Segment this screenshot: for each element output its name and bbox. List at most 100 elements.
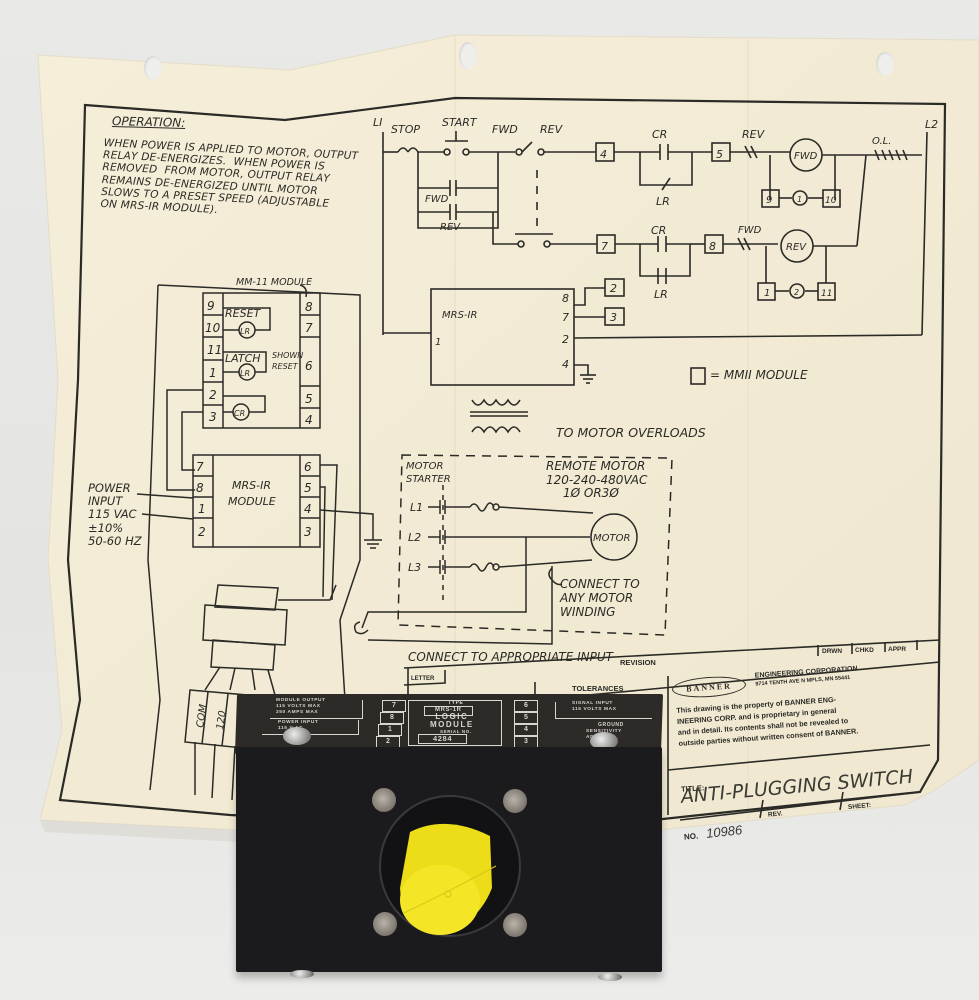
mm11-pin-8: 8 <box>305 300 313 314</box>
mm11-pin-2: 2 <box>209 388 217 402</box>
mm11-reset-coil: LR <box>240 327 250 336</box>
rung1-contact-cr: CR <box>652 128 667 141</box>
punch-hole-right <box>876 52 894 76</box>
remote-motor-line2: 120-240-480VAC <box>546 473 648 487</box>
ground-label: GROUND <box>598 722 624 728</box>
mm11-reset-label: RESET <box>225 307 262 320</box>
mm11-title: MM-11 MODULE <box>236 277 312 288</box>
mm11-pin-7: 7 <box>305 321 313 335</box>
rev-selector-label: REV <box>540 123 564 136</box>
mrs-module-pin-5: 5 <box>304 481 312 495</box>
serial-label: SERIAL NO. <box>440 729 472 734</box>
mm11-legend: = MMII MODULE <box>710 368 808 382</box>
mrs-module-pin-3: 3 <box>304 525 312 539</box>
module-output-label: MODULE OUTPUT 115 VOLTS MAX 250 AMPS MAX <box>276 698 326 715</box>
mm11-pin-5: 5 <box>305 392 313 406</box>
remote-motor-line3: 1Ø OR3Ø <box>563 486 619 500</box>
device-term-7: 7 <box>382 700 406 712</box>
mrs-module-pin-6: 6 <box>304 460 312 474</box>
fwd-coil-label: FWD <box>794 151 818 162</box>
drawing-number-label: NO. <box>683 831 699 842</box>
hold-fwd-label: FWD <box>425 194 449 205</box>
rung2-box-in: 7 <box>601 240 608 253</box>
module-output-box <box>270 700 363 719</box>
drwn-label: DRWN <box>822 648 842 655</box>
rivet-top-left <box>372 788 396 812</box>
mm11-pin-10: 10 <box>205 321 221 335</box>
device-term-4: 4 <box>514 724 538 736</box>
revision-label: REVISION <box>620 658 656 667</box>
rung1-aux-10: 10 <box>825 196 837 206</box>
operation-body: WHEN POWER IS APPLIED TO MOTOR, OUTPUT R… <box>100 137 359 216</box>
rev-label: REV. <box>767 810 783 819</box>
type-label-frame <box>408 700 502 746</box>
rung1-box-in: 4 <box>600 148 607 161</box>
rung1-aux-9: 9 <box>766 195 772 206</box>
letter-label: LETTER <box>411 676 435 682</box>
rung2-contact-lr: LR <box>654 288 668 301</box>
signal-input-box <box>555 702 652 719</box>
yellow-dust-cap[interactable] <box>396 818 500 938</box>
mrs-block-label: MRS-IR <box>442 310 477 321</box>
motor-starter-label-1: MOTOR <box>406 461 443 472</box>
rung2-interlock-fwd: FWD <box>738 225 762 236</box>
device-term-1: 1 <box>378 724 402 736</box>
device-term-5: 5 <box>514 712 538 724</box>
device-term-8: 8 <box>380 712 404 724</box>
plug-label-120: 120 <box>215 710 229 730</box>
overload-label: O.L. <box>872 136 891 147</box>
mrs-block-pin-4: 4 <box>562 358 569 371</box>
mm11-pin-4: 4 <box>305 413 313 427</box>
mm11-shown-label: SHOWN <box>272 351 303 360</box>
top-screw-right <box>590 732 618 750</box>
mrs-block-pin-1: 1 <box>435 337 441 348</box>
connect-input-label: CONNECT TO APPROPRIATE INPUT <box>408 650 615 664</box>
line-l3: L3 <box>408 561 421 574</box>
appr-label: APPR <box>888 646 906 653</box>
rev-coil-label: REV <box>786 242 807 253</box>
rivet-bottom-right <box>503 913 527 937</box>
l1-label: LI <box>373 116 382 129</box>
logic-module-name: LOGIC MODULE <box>430 712 474 729</box>
mm11-latch-label: LATCH <box>225 352 261 365</box>
rung1-interlock-rev: REV <box>742 128 766 141</box>
punch-hole-center <box>459 42 477 70</box>
stop-label: STOP <box>391 123 420 136</box>
rivet-bottom-left <box>373 912 397 936</box>
mrs-module-pin-4: 4 <box>304 502 312 516</box>
mrs-block-box-3: 3 <box>610 311 617 324</box>
start-label: START <box>442 116 478 129</box>
remote-motor-line1: REMOTE MOTOR <box>546 459 645 473</box>
top-screw-left <box>283 727 311 745</box>
mrs-block-pin-2: 2 <box>562 333 569 346</box>
connect-winding-1: CONNECT TO <box>560 577 640 591</box>
mrs-module-pin-1: 1 <box>198 502 206 516</box>
connect-winding-2: ANY MOTOR <box>559 591 633 605</box>
fwd-selector-label: FWD <box>492 123 518 136</box>
line-l1: L1 <box>410 501 423 514</box>
mrs-block-pin-7: 7 <box>562 311 569 324</box>
mm11-shown-reset-label: RESET <box>272 362 299 371</box>
type-label: TYPE <box>448 700 464 706</box>
mm11-pin-1: 1 <box>209 366 217 380</box>
rung1-contact-lr: LR <box>656 195 670 208</box>
mrs-module-label: MRS-IR <box>232 479 271 492</box>
rung2-aux-2: 2 <box>794 288 799 297</box>
rung1-aux-1: 1 <box>797 195 802 204</box>
tolerances-label: TOLERANCES <box>572 684 624 693</box>
mm11-pin-11: 11 <box>207 343 222 357</box>
plug-label-com: COM <box>195 703 209 728</box>
rivet-top-right <box>503 789 527 813</box>
operation-heading: OPERATION: <box>111 114 186 130</box>
rung2-aux-1: 1 <box>764 288 770 299</box>
foot-left <box>290 970 314 978</box>
mrs-block-box-2: 2 <box>610 282 617 295</box>
rung1-box-out: 5 <box>716 148 723 161</box>
mm11-pin-3: 3 <box>209 410 217 424</box>
foot-right <box>598 973 622 981</box>
mrs-module-pin-7: 7 <box>196 460 204 474</box>
motor-starter-label-2: STARTER <box>406 474 451 485</box>
mm11-pin-6: 6 <box>305 359 313 373</box>
mrs-module-pin-8: 8 <box>196 481 204 495</box>
